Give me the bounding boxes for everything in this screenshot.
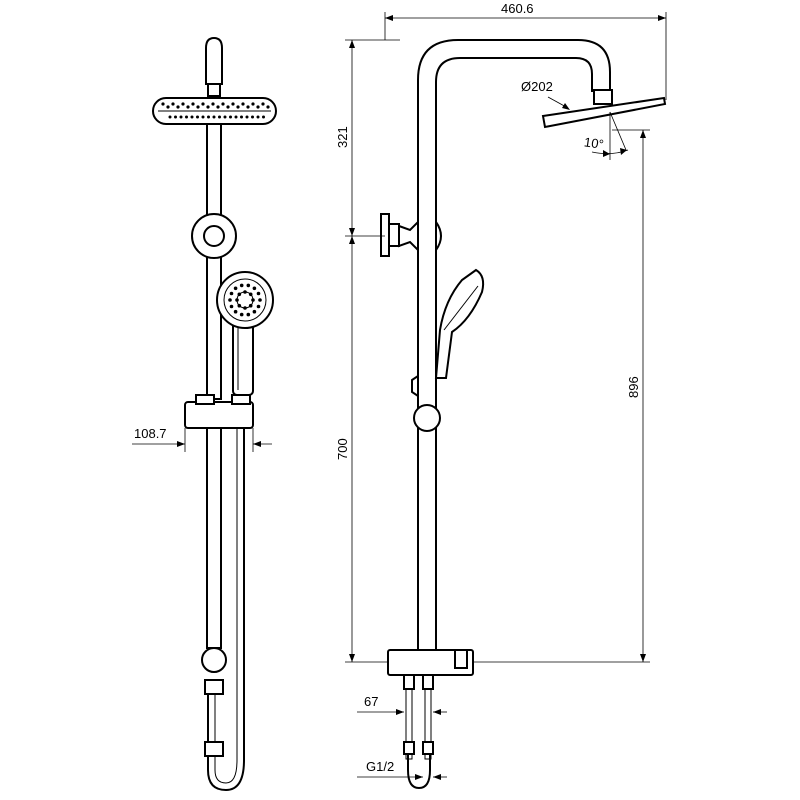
nozzle-dot	[261, 102, 265, 106]
wall-bracket-side	[380, 213, 442, 257]
shower-hose	[207, 428, 245, 792]
dim-inlet-spacing: 67	[364, 694, 378, 709]
nozzle-dot	[211, 102, 215, 106]
nozzle-dot	[258, 298, 262, 302]
nozzle-dot	[237, 292, 242, 297]
nozzle-dot	[256, 115, 260, 119]
nozzle-dot	[196, 115, 199, 119]
nozzle-dot	[245, 115, 249, 119]
wall-bracket-knob	[203, 225, 225, 247]
nozzle-dot	[196, 105, 200, 109]
nozzle-dot	[190, 115, 194, 119]
hand-shower-side	[434, 268, 485, 379]
nozzle-dot	[201, 102, 205, 106]
nozzle-dot	[262, 115, 265, 119]
nozzle-dot	[266, 105, 270, 109]
nozzle-dot	[243, 306, 247, 310]
nozzle-dot	[251, 298, 255, 302]
nozzle-dot	[231, 102, 235, 106]
nozzle-dot	[181, 102, 185, 106]
dim-head-diameter: Ø202	[521, 79, 553, 94]
dim-head-drop: 321	[335, 126, 350, 148]
nozzle-dot	[223, 115, 227, 119]
nozzle-dot	[221, 102, 225, 106]
nozzle-dot	[226, 105, 230, 109]
nozzle-dot	[229, 115, 232, 119]
nozzle-dot	[228, 298, 232, 302]
nozzle-dot	[252, 286, 257, 291]
nozzle-dot	[246, 105, 250, 109]
nozzle-dot	[201, 115, 205, 119]
dim-rail-height: 700	[335, 438, 350, 460]
nozzle-dot	[246, 283, 251, 288]
nozzle-dot	[166, 105, 170, 109]
slide-rail	[206, 427, 222, 649]
nozzle-dot	[241, 102, 245, 106]
nozzle-dot	[239, 312, 244, 317]
slider-holder	[184, 394, 254, 429]
dim-arm-height: 896	[626, 376, 641, 398]
nozzle-dot	[216, 105, 220, 109]
nozzle-dot	[229, 304, 234, 309]
nozzle-dot	[256, 291, 261, 296]
side-view: 460.6 321 700 896 Ø202 10°	[335, 1, 667, 790]
nozzle-dot	[256, 304, 261, 309]
riser-arm	[417, 39, 611, 655]
riser-pipe	[206, 123, 222, 400]
nozzle-dot	[234, 115, 238, 119]
dim-head-tilt: 10°	[583, 134, 605, 152]
hand-shower-nozzles	[228, 283, 262, 317]
nozzle-dot	[176, 105, 180, 109]
nozzle-dot	[185, 115, 188, 119]
nozzle-dot	[248, 292, 253, 297]
nozzle-dot	[179, 115, 183, 119]
nozzle-dot	[237, 303, 242, 308]
overhead-shower-side	[541, 96, 667, 129]
nozzle-dot	[256, 105, 260, 109]
inlet-connectors	[403, 674, 434, 760]
nozzle-dot	[207, 115, 210, 119]
nozzle-dot	[235, 298, 239, 302]
nozzle-dot	[236, 105, 240, 109]
dim-inlet-thread: G1/2	[366, 759, 394, 774]
rail-end-knob	[201, 647, 227, 673]
nozzle-dot	[233, 286, 238, 291]
nozzle-dot	[252, 309, 257, 314]
head-swivel	[593, 89, 613, 105]
nozzle-dot	[161, 102, 165, 106]
nozzle-dot	[171, 102, 175, 106]
nozzle-row	[161, 102, 270, 119]
nozzle-dot	[174, 115, 177, 119]
riser-top-bend	[205, 36, 223, 85]
dim-overall-width: 460.6	[501, 1, 534, 16]
nozzle-dot	[191, 102, 195, 106]
nozzle-dot	[206, 105, 210, 109]
nozzle-dot	[248, 303, 253, 308]
nozzle-dot	[239, 283, 244, 288]
dim-holder-offset: 108.7	[134, 426, 167, 441]
nozzle-dot	[251, 102, 255, 106]
hose-nut	[204, 679, 224, 695]
nozzle-dot	[233, 309, 238, 314]
nozzle-dot	[251, 115, 254, 119]
overhead-shower-head	[152, 97, 277, 125]
nozzle-dot	[229, 291, 234, 296]
nozzle-dot	[168, 115, 172, 119]
nozzle-dot	[240, 115, 243, 119]
nozzle-dot	[212, 115, 216, 119]
nozzle-dot	[218, 115, 221, 119]
nozzle-dot	[243, 290, 247, 294]
nozzle-dot	[186, 105, 190, 109]
hand-shower-front	[216, 271, 274, 396]
front-view: 108.7	[132, 36, 277, 792]
hose-nut-lower	[204, 741, 224, 757]
head-connector	[207, 83, 221, 97]
slider-knob-side	[413, 404, 441, 432]
nozzle-dot	[246, 312, 251, 317]
